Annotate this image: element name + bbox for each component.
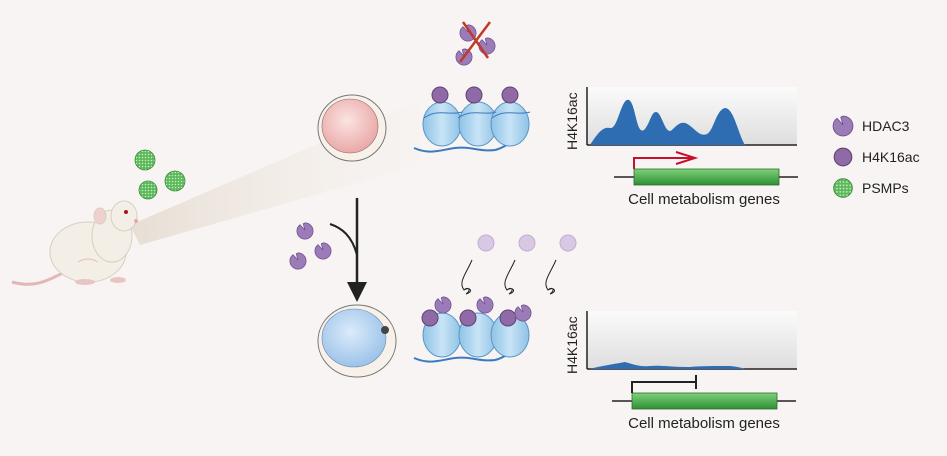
legend-item-h4k16ac: H4K16ac	[832, 141, 920, 172]
active-arrow-icon	[633, 157, 695, 169]
gene-bar-bottom	[631, 392, 778, 410]
peak-profile-top	[590, 99, 745, 145]
legend-item-hdac3: HDAC3	[832, 110, 920, 141]
y-axis-label-top: H4K16ac	[564, 92, 580, 150]
cell-healthy	[317, 94, 387, 162]
blocked-cross-icon	[459, 21, 491, 63]
released-acetyl-groups	[461, 234, 577, 295]
chip-track-top: H4K16ac Cell metabolism genes	[564, 87, 798, 208]
mouse-illustration	[11, 200, 138, 286]
gene-bar-top	[633, 168, 780, 186]
peak-profile-bottom	[590, 362, 745, 369]
chip-track-bottom: H4K16ac Cell metabolism genes	[564, 311, 797, 432]
legend-label-h4k16ac: H4K16ac	[862, 148, 920, 165]
cell-exposed	[317, 304, 397, 378]
repressed-bar-icon	[631, 375, 697, 393]
legend-item-psmps: PSMPs	[832, 172, 920, 203]
y-axis-label-bottom: H4K16ac	[564, 316, 580, 374]
legend: HDAC3 H4K16ac PSMPs	[832, 110, 920, 203]
hdac3-free-cluster	[289, 222, 332, 270]
hdac3-icon	[832, 115, 854, 136]
gene-label-bottom: Cell metabolism genes	[628, 415, 780, 432]
nucleosomes-deacetylated	[413, 296, 532, 363]
psmp-particles	[134, 149, 186, 200]
nucleosomes-acetylated	[413, 86, 531, 153]
hdac3-blocked	[455, 21, 496, 66]
hdac3-entry-arrow	[329, 223, 358, 256]
legend-label-psmps: PSMPs	[862, 179, 909, 196]
psmp-icon	[833, 177, 853, 198]
gene-label-top: Cell metabolism genes	[628, 191, 780, 208]
legend-label-hdac3: HDAC3	[862, 117, 910, 134]
h4k16ac-icon	[833, 147, 853, 166]
